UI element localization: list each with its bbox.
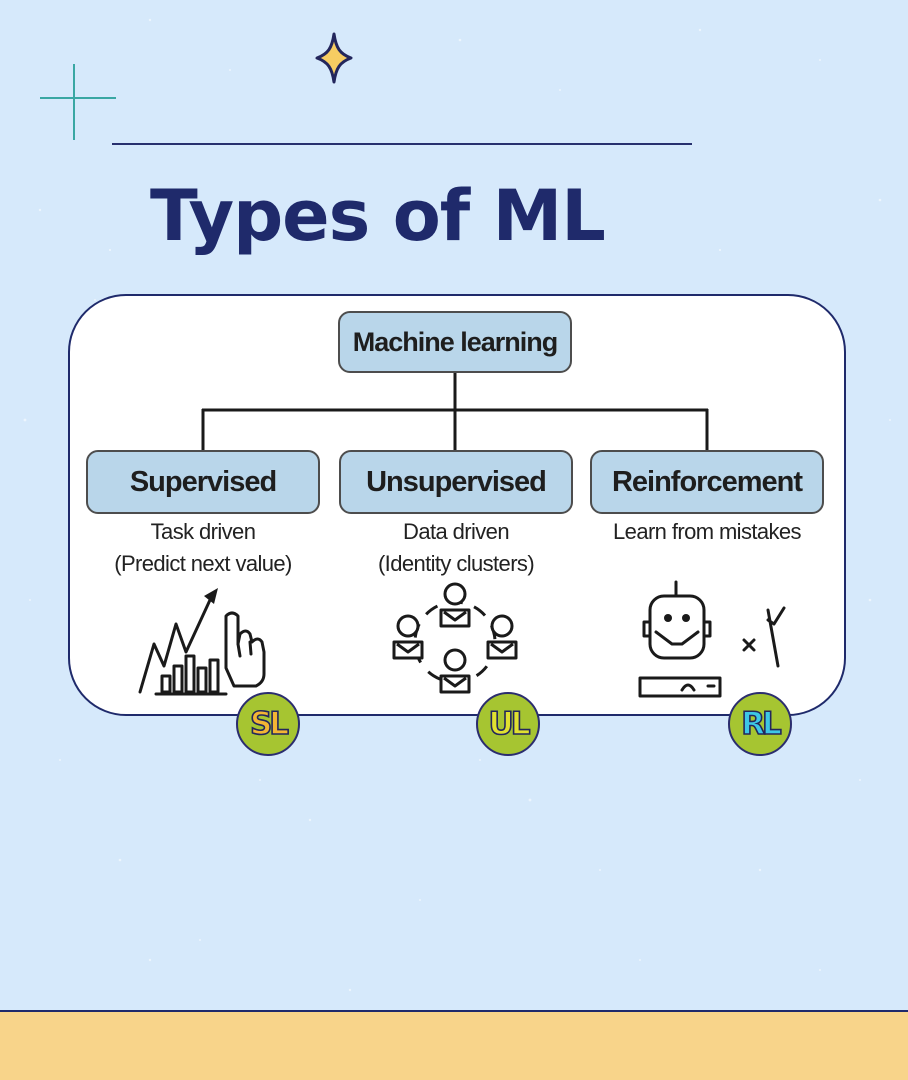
supervised-desc-line: (Predict next value) <box>114 551 292 576</box>
node-supervised: Supervised <box>86 450 320 514</box>
badge-rl: RL <box>728 692 792 756</box>
unsupervised-desc-line: Data driven <box>403 519 510 544</box>
badge-sl: SL <box>236 692 300 756</box>
chart-trend-icon <box>138 588 266 696</box>
reinforcement-desc-line: Learn from mistakes <box>613 519 801 544</box>
page-title: Types of ML <box>150 175 606 257</box>
plus-cross-icon <box>40 64 116 140</box>
unsupervised-description: Data driven (Identity clusters) <box>339 516 573 580</box>
node-reinforcement: Reinforcement <box>590 450 824 514</box>
supervised-description: Task driven (Predict next value) <box>86 516 320 580</box>
footer-band <box>0 1010 908 1080</box>
header-divider <box>112 143 692 145</box>
supervised-desc-line: Task driven <box>150 519 256 544</box>
unsupervised-desc-line: (Identity clusters) <box>377 551 535 576</box>
reinforcement-description: Learn from mistakes <box>586 516 828 548</box>
root-node-machine-learning: Machine learning <box>338 311 572 373</box>
sparkle-star-icon <box>315 32 353 84</box>
people-cluster-icon <box>392 582 518 694</box>
badge-ul: UL <box>476 692 540 756</box>
background-speckles <box>23 18 891 992</box>
robot-icon <box>638 580 786 698</box>
node-unsupervised: Unsupervised <box>339 450 573 514</box>
